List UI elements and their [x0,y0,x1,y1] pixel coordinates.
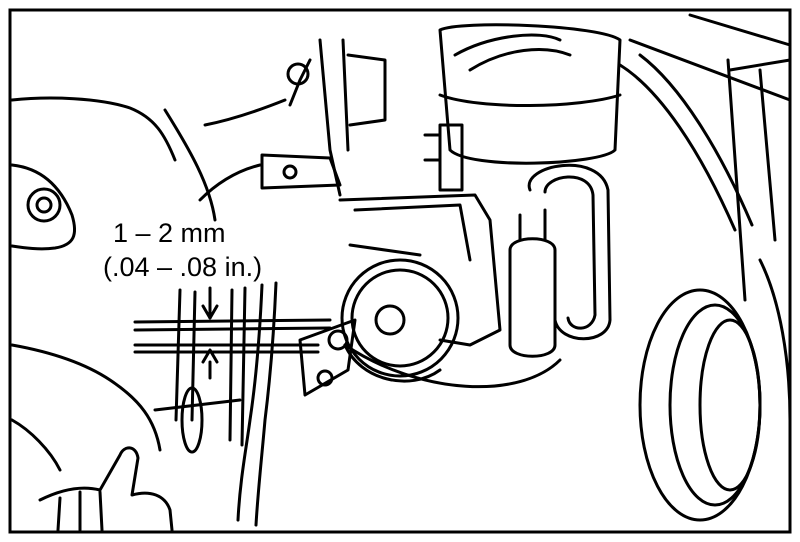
right-hose-a [618,63,737,232]
reservoir-hose-b [468,48,572,72]
rod-6 [254,281,278,527]
right-upper-line-c [728,58,792,72]
upper-bracket [260,153,342,190]
hose-clamp [180,386,204,454]
drive-belt-lower [343,343,562,389]
lower-body-line [10,343,162,452]
reservoir-hose-a [453,33,562,57]
tensioner-arm-bolt [316,369,334,387]
reservoir-band [438,93,622,107]
neck-clamps [423,133,442,162]
reservoir-body [438,23,622,165]
left-mounting-bolt-center [35,196,53,214]
left-mounting-bolt [26,187,62,223]
loop-hose-outer [527,163,612,341]
housing-line [348,243,422,257]
fender-bracket [10,163,77,251]
rod-1 [174,288,182,422]
bracket-plate [346,53,387,127]
wire-c [203,98,287,127]
wire-b [198,163,262,202]
upper-bracket-bolt [282,164,298,180]
reservoir-neck [438,123,464,192]
tensioner-pulley-outer [340,258,460,378]
rod-upper-c [341,38,350,152]
measurement-mm-label: 1 – 2 mm [113,218,226,248]
crank-pulley-rim [758,258,792,422]
tensioner-pulley-inner [350,268,450,368]
right-upper-line-b [688,13,792,47]
main-housing [338,193,502,347]
lower-body-curve [10,418,62,472]
right-hose-b [638,53,754,227]
hand-fingers [56,490,104,532]
hand-outline [38,446,174,532]
tensioner-pivot [327,329,349,351]
loop-hose-inner [543,175,597,330]
hose-line [153,398,242,412]
rod-3 [228,288,234,442]
top-bolt [286,62,310,86]
rod-2 [190,290,197,422]
measurement-in-label: (.04 – .08 in.) [103,252,262,282]
wire-a [163,108,217,222]
crank-pulley-inner [698,318,762,492]
rod-upper-b [318,38,342,197]
tensioner-arm [298,318,357,397]
rod-5 [236,283,264,522]
right-vertical-b [758,68,777,242]
right-upper-line-a [628,38,792,102]
tensioner-pulley-hub [374,304,406,336]
rod-4 [240,286,247,447]
fender-line [10,96,177,162]
filter-pipes [518,208,547,242]
right-vertical-a [726,58,747,302]
measure-arrow-top-head [201,304,219,320]
filter-canister [508,237,557,358]
housing-edge [353,203,472,262]
measure-arrow-bottom-head [201,348,219,364]
